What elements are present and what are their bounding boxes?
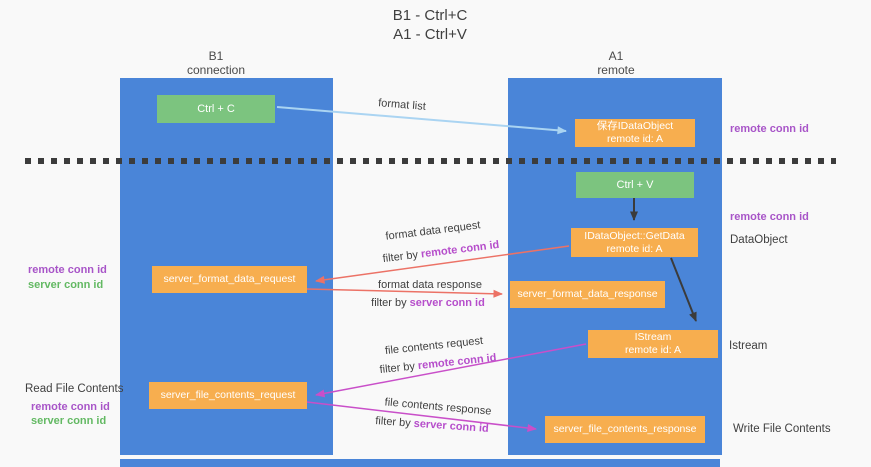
node-ctrl-c: Ctrl + C bbox=[157, 95, 275, 123]
title-line-1: B1 - Ctrl+C bbox=[392, 7, 468, 24]
filter-prefix-2: filter by bbox=[371, 297, 407, 309]
node-server-file-contents-request-label: server_file_contents_request bbox=[160, 389, 296, 401]
node-server-file-contents-request: server_file_contents_request bbox=[149, 382, 307, 409]
column-a1-role: remote bbox=[597, 63, 635, 77]
node-server-file-contents-response-label: server_file_contents_response bbox=[553, 423, 697, 435]
node-save-idataobject: 保存IDataObject remote id: A bbox=[575, 119, 695, 147]
node-ctrl-c-label: Ctrl + C bbox=[197, 102, 235, 115]
bottom-strip bbox=[120, 459, 720, 467]
node-server-format-data-request-label: server_format_data_request bbox=[163, 273, 296, 285]
node-server-format-data-response: server_format_data_response bbox=[510, 281, 665, 308]
node-getdata-line1: IDataObject::GetData bbox=[584, 229, 685, 242]
annotation-write-file-contents: Write File Contents bbox=[733, 423, 831, 435]
filter-value-server-1: server conn id bbox=[409, 297, 485, 309]
node-server-format-data-response-label: server_format_data_response bbox=[517, 288, 658, 300]
filter-value-remote-1: remote conn id bbox=[420, 238, 500, 261]
filter-prefix-4: filter by bbox=[374, 415, 412, 430]
annotation-dataobject: DataObject bbox=[730, 234, 788, 246]
annotation-read-file-contents: Read File Contents bbox=[25, 383, 124, 395]
filter-prefix-3: filter by bbox=[379, 360, 416, 377]
annotation-remote-conn-id-mid: remote conn id bbox=[730, 211, 809, 223]
node-idataobject-getdata: IDataObject::GetData remote id: A bbox=[571, 228, 698, 257]
column-a1-name: A1 bbox=[608, 49, 624, 63]
node-ctrl-v: Ctrl + V bbox=[576, 172, 694, 198]
annotation-left-remote-conn-id-1: remote conn id bbox=[28, 264, 107, 276]
node-ctrl-v-label: Ctrl + V bbox=[616, 178, 654, 191]
node-save-idataobject-line2: remote id: A bbox=[606, 133, 664, 145]
edge-label-file-contents-response: file contents response bbox=[384, 396, 492, 418]
node-getdata-line2: remote id: A bbox=[606, 242, 663, 255]
annotation-left-server-conn-id-1: server conn id bbox=[28, 279, 104, 291]
node-server-file-contents-response: server_file_contents_response bbox=[545, 416, 705, 443]
filter-value-server-2: server conn id bbox=[413, 417, 490, 435]
column-header-b1: B1 connection bbox=[146, 49, 286, 77]
node-server-format-data-request: server_format_data_request bbox=[152, 266, 307, 293]
title-line-2: A1 - Ctrl+V bbox=[393, 26, 467, 43]
node-istream-line2: remote id: A bbox=[624, 344, 682, 356]
annotation-left-server-conn-id-2: server conn id bbox=[31, 415, 107, 427]
node-istream-line1: IStream bbox=[634, 331, 672, 343]
annotation-left-remote-conn-id-2: remote conn id bbox=[31, 401, 110, 413]
diagram-title: B1 - Ctrl+C A1 - Ctrl+V bbox=[300, 6, 560, 44]
edge-label-format-data-request: format data request bbox=[384, 219, 482, 243]
filter-prefix-1: filter by bbox=[382, 248, 419, 266]
edge-label-format-data-response: format data response bbox=[378, 279, 482, 291]
column-header-a1: A1 remote bbox=[546, 49, 686, 77]
node-istream: IStream remote id: A bbox=[588, 330, 718, 358]
node-save-idataobject-line1: 保存IDataObject bbox=[596, 120, 674, 132]
column-b1-name: B1 bbox=[208, 49, 224, 63]
edge-label-format-list: format list bbox=[377, 97, 427, 113]
filter-value-remote-2: remote conn id bbox=[417, 351, 497, 373]
column-b1-role: connection bbox=[186, 63, 246, 77]
annotation-remote-conn-id-top: remote conn id bbox=[730, 123, 809, 135]
annotation-istream: Istream bbox=[729, 340, 768, 352]
